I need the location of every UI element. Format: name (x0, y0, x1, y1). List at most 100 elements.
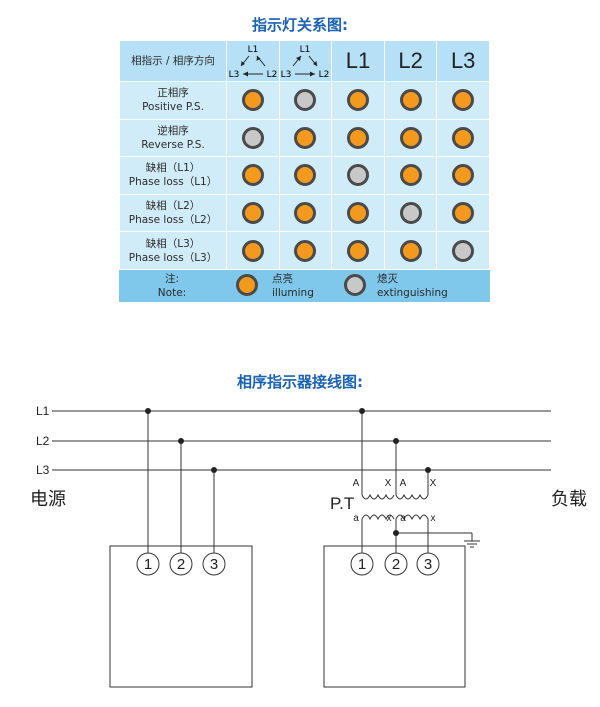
col-label-L3: L3 (450, 48, 476, 73)
rot-right-label: L2 (319, 70, 329, 80)
pt-primary-coil (395, 493, 429, 500)
row-label-en: Phase loss（L1） (128, 176, 218, 189)
terminal-label: 2 (177, 556, 185, 573)
lamp-on-icon (346, 126, 369, 149)
lamp-on-legend-icon (236, 274, 258, 296)
legend-on-en: illuming (272, 287, 314, 299)
lamp-cell (278, 193, 333, 233)
terminal-label: 3 (424, 556, 432, 573)
col-L3: L3 (436, 40, 490, 82)
lamp-on-icon (399, 164, 422, 187)
wiring-diagram-title: 相序指示器接线图: (237, 373, 363, 391)
row-label-cn: 缺相（L3） (145, 237, 201, 250)
junction-dot (359, 408, 365, 414)
lamp-on-icon (399, 239, 422, 262)
lamp-on-icon (346, 202, 369, 225)
lamp-cell (278, 231, 333, 270)
lamp-cell (226, 81, 280, 120)
lamp-on-icon (294, 164, 317, 187)
lamp-on-icon (241, 202, 264, 225)
lamp-on-icon (452, 89, 475, 112)
table-row: 缺相（L1）Phase loss（L1） (119, 156, 490, 195)
note-label-cn: 注: (164, 273, 180, 285)
col-label-L2: L2 (398, 48, 423, 73)
lamp-cell (226, 118, 280, 158)
junction-dot (211, 467, 217, 473)
lamp-cell (331, 193, 385, 233)
lamp-cell (331, 231, 385, 270)
lamp-off-icon (241, 126, 264, 149)
load-label: 负载 (551, 489, 587, 509)
rot-right-label: L2 (266, 70, 276, 80)
col-L1: L1 (331, 40, 385, 82)
pt-primary-letter: X (385, 478, 392, 489)
lamp-on-icon (294, 239, 317, 262)
legend-note: 注:Note: 点亮 illuming 熄灭 extinguishing (119, 270, 490, 302)
lamp-cell (436, 193, 490, 233)
lamp-cell (383, 81, 438, 120)
lamp-cell (226, 156, 280, 195)
lamp-cell (383, 193, 438, 233)
header-label: 相指示 / 相序方向 (119, 40, 227, 82)
indicator-diagram-title: 指示灯关系图: (252, 16, 348, 34)
col-positive-rotation: L1 L3 L2 (226, 40, 280, 82)
terminal-circle (350, 552, 374, 576)
rot-top-label: L1 (300, 45, 311, 55)
lamp-on-icon (346, 89, 369, 112)
legend-off-cn: 熄灭 (377, 273, 398, 285)
legend-on-text: 点亮 illuming (272, 272, 314, 300)
row-label-en: Phase loss（L3） (128, 251, 218, 264)
line-label: L3 (36, 463, 50, 477)
junction-dot (178, 438, 184, 444)
col-L2: L2 (383, 40, 438, 82)
lamp-cell (436, 118, 490, 158)
lamp-cell (278, 156, 333, 195)
lamp-cell (226, 231, 280, 270)
wiring-diagram: 1 2 3 1 2 3 L1 L2 L3 电源 负载 P.T A X A X a… (30, 404, 587, 688)
rot-left-label: L3 (229, 70, 239, 80)
legend-off-en: extinguishing (377, 287, 448, 299)
lamp-cell (278, 118, 333, 158)
positive-rotation-icon: L1 L3 L2 (229, 45, 277, 80)
reverse-rotation-icon: L1 L3 L2 (281, 45, 329, 80)
row-label-cn: 正相序 (157, 87, 189, 100)
line-label: L1 (36, 404, 50, 418)
row-label-en: Positive P.S. (142, 101, 204, 114)
terminal-circle (136, 552, 160, 576)
pt-primary-letter: A (353, 478, 360, 489)
lamp-cell (383, 118, 438, 158)
lamp-cell (436, 156, 490, 195)
source-label: 电源 (30, 489, 66, 509)
lamp-on-icon (241, 164, 264, 187)
pt-secondary-letter: x (387, 513, 392, 524)
lamp-off-legend-icon (344, 274, 366, 296)
lamp-on-icon (399, 126, 422, 149)
lamp-cell (226, 193, 280, 233)
terminal-circle (202, 552, 226, 576)
note-label: 注:Note: (119, 272, 225, 300)
row-label-cn: 缺相（L1） (145, 162, 201, 175)
lamp-on-icon (294, 126, 317, 149)
lamp-on-icon (399, 89, 422, 112)
terminal-circle (416, 552, 440, 576)
col-label-L1: L1 (345, 48, 371, 73)
lamp-cell (278, 81, 333, 120)
lamp-cell (331, 81, 385, 120)
pt-primary-coil (361, 493, 395, 500)
junction-dot (393, 530, 399, 536)
row-label-cn: 逆相序 (157, 124, 189, 137)
line-label: L2 (36, 434, 50, 448)
indicator-table: 相指示 / 相序方向 L1 L3 L2 L1 L3 (119, 40, 490, 302)
rot-top-label: L1 (247, 45, 258, 55)
lamp-cell (383, 231, 438, 270)
table-header-row: 相指示 / 相序方向 L1 L3 L2 L1 L3 (119, 40, 490, 82)
legend-on-cn: 点亮 (272, 273, 293, 285)
pt-primary-letter: X (430, 478, 437, 489)
lamp-off-icon (399, 202, 422, 225)
lamp-on-icon (452, 126, 475, 149)
lamp-cell (383, 156, 438, 195)
lamp-on-icon (241, 89, 264, 112)
